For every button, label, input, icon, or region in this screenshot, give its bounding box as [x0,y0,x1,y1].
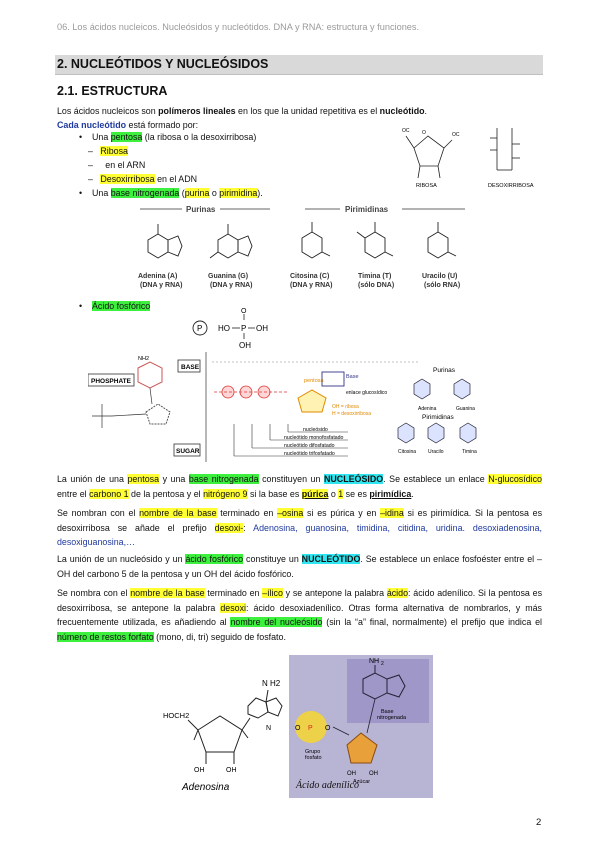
sugar-structures-figure: O OC OC RIBOSA DESOXIRRIBOSA [402,128,534,189]
label-oh2: OH [239,341,251,350]
purinas-heading: Purinas [186,205,216,214]
phosphoric-acid-figure: P HO P OH O OH [192,308,268,350]
o-bridge-label: O [325,725,331,732]
tri-label: nucleótido trifosfatado [284,451,335,457]
base-name: Citosina (C) [290,273,329,280]
bullet-fosforico: • Ácido fosfórico [79,301,151,311]
adenilico-figure: NH 2 Base nitrogenada O P O Grupo fosfat… [295,658,429,785]
pentosa-label: pentosa [304,378,325,384]
label-ribosa: RIBOSA [416,183,437,189]
paragraph-nucleotido: La unión de un nucleósido y un ácido fos… [57,554,542,579]
guanine-structure [209,224,253,259]
hoch2-label: HOCH2 [163,711,189,720]
running-header: 06. Los ácidos nucleicos. Nucleósidos y … [57,22,420,32]
subsection-title: 2.1. ESTRUCTURA [57,84,168,98]
oh-label: OH [194,767,205,774]
nh-subscript: 2 [381,661,384,667]
label-o: O [241,308,247,315]
base-name: Guanina (G) [208,273,248,280]
base-box-label: BASE [181,364,200,371]
pirimidinas-heading: Pirimidinas [345,205,389,214]
intro-line: Los ácidos nucleicos son polímeros linea… [57,106,428,116]
n-label: N [266,725,271,732]
sub-ribosa: – Ribosa [88,146,128,156]
right-uracilo: Uracilo [428,449,444,455]
o-label: O [295,725,301,732]
page-number: 2 [536,817,542,828]
label-oh: OH [256,324,268,333]
nucleotide-figure: PHOSPHATE BASE NH2 SUGAR pentosa Base en… [88,352,477,462]
grupo-label-1: Grupo [305,749,320,755]
base-name: Uracilo (U) [422,273,457,280]
base-sub: (DNA y RNA) [140,282,183,289]
base-name: Timina (T) [358,273,391,280]
right-adenina: Adenina [418,406,437,412]
sub-desoxirribosa: – Desoxirribosa en el ADN [88,174,198,184]
grupo-label-2: fosfato [305,755,322,761]
label-desoxirribosa: DESOXIRRIBOSA [488,183,534,189]
phosphate-label: PHOSPHATE [91,378,132,385]
middle-panel: pentosa Base enlace glucosídico OH = rib… [212,361,418,457]
right-pirimidinas-label: Pirimidinas [422,414,455,421]
di-label: nucleótido difosfatado [284,443,335,449]
base-name: Adenina (A) [138,273,177,280]
base-sub: (DNA y RNA) [290,282,333,289]
paragraph-nucleosido: La unión de una pentosa y una base nitro… [57,474,542,499]
right-guanina: Guanina [456,406,475,412]
label-p: P [241,324,246,333]
section-title: 2. NUCLEÓTIDOS Y NUCLEÓSIDOS [57,57,269,71]
enlace-label: enlace glucosídico [346,390,387,396]
base-sub: (DNA y RNA) [210,282,253,289]
base-label-1: Base [381,709,394,715]
adenilico-caption: Ácido adenílico [296,780,360,791]
cytosine-structure [301,222,331,259]
bullet-base: • Una base nitrogenada (purina o pirimid… [79,188,263,198]
label-oc2: OC [402,128,410,134]
h-desoxirribosa-label: H = desoxirribosa [332,411,371,417]
adenine-structure [147,224,183,259]
adenosina-figure: N H2 HOCH2 OH OH N Adenosina [163,679,283,793]
ribose-structure [405,135,453,179]
base-sub: (sólo DNA) [358,282,394,289]
nitrogen-bases-figure: Purinas Pirimidinas Adenina (A) (DNA y R… [138,205,465,289]
sugar-box-label: SUGAR [176,448,200,455]
azucar-label: Azúcar [353,779,370,785]
p-label: P [308,725,313,732]
base-sub: (sólo RNA) [424,282,460,289]
nucleosido-label: nucleósido [303,427,328,433]
base-label-2: nitrogenada [377,715,407,721]
label-oc: OC [452,132,460,138]
base-label: Base [346,374,359,380]
nh2-label: NH2 [138,356,149,362]
right-citosina: Citosina [398,449,416,455]
oh2-label: OH [369,771,378,777]
oh-ribosa-label: OH = ribosa [332,404,359,410]
oh-label: OH [347,771,356,777]
oh2-label: OH [226,767,237,774]
nh-label: NH [369,658,379,665]
paragraph-nombres-nucleotidos: Se nombra con el nombre de la base termi… [57,588,543,642]
right-timina: Timina [462,449,477,455]
paragraph-nombres-nucleosidos: Se nombran con el nombre de la base term… [57,508,543,548]
left-panel: PHOSPHATE BASE NH2 SUGAR [88,352,207,462]
bullet-pentosa: • Una pentosa (la ribosa o la desoxirrib… [79,132,257,142]
adenosina-caption: Adenosina [181,782,230,793]
sub-arn: – en el ARN [88,160,146,170]
right-panel: Purinas Adenina Guanina Pirimidinas Cito… [397,367,477,455]
label-o: O [422,130,426,136]
section-heading-bar: 2. NUCLEÓTIDOS Y NUCLEÓSIDOS [55,55,543,75]
uracil-structure [427,222,457,259]
deoxyribose-structure [490,128,520,171]
p-symbol: P [197,324,202,333]
composition-line: Cada nucleótido está formado por: [57,120,199,130]
label-ho: HO [218,324,230,333]
thymine-structure [356,222,394,259]
mono-label: nucleótido monofosfatado [284,435,344,441]
right-purinas-label: Purinas [433,367,456,374]
nh2-label: N H2 [262,679,281,688]
